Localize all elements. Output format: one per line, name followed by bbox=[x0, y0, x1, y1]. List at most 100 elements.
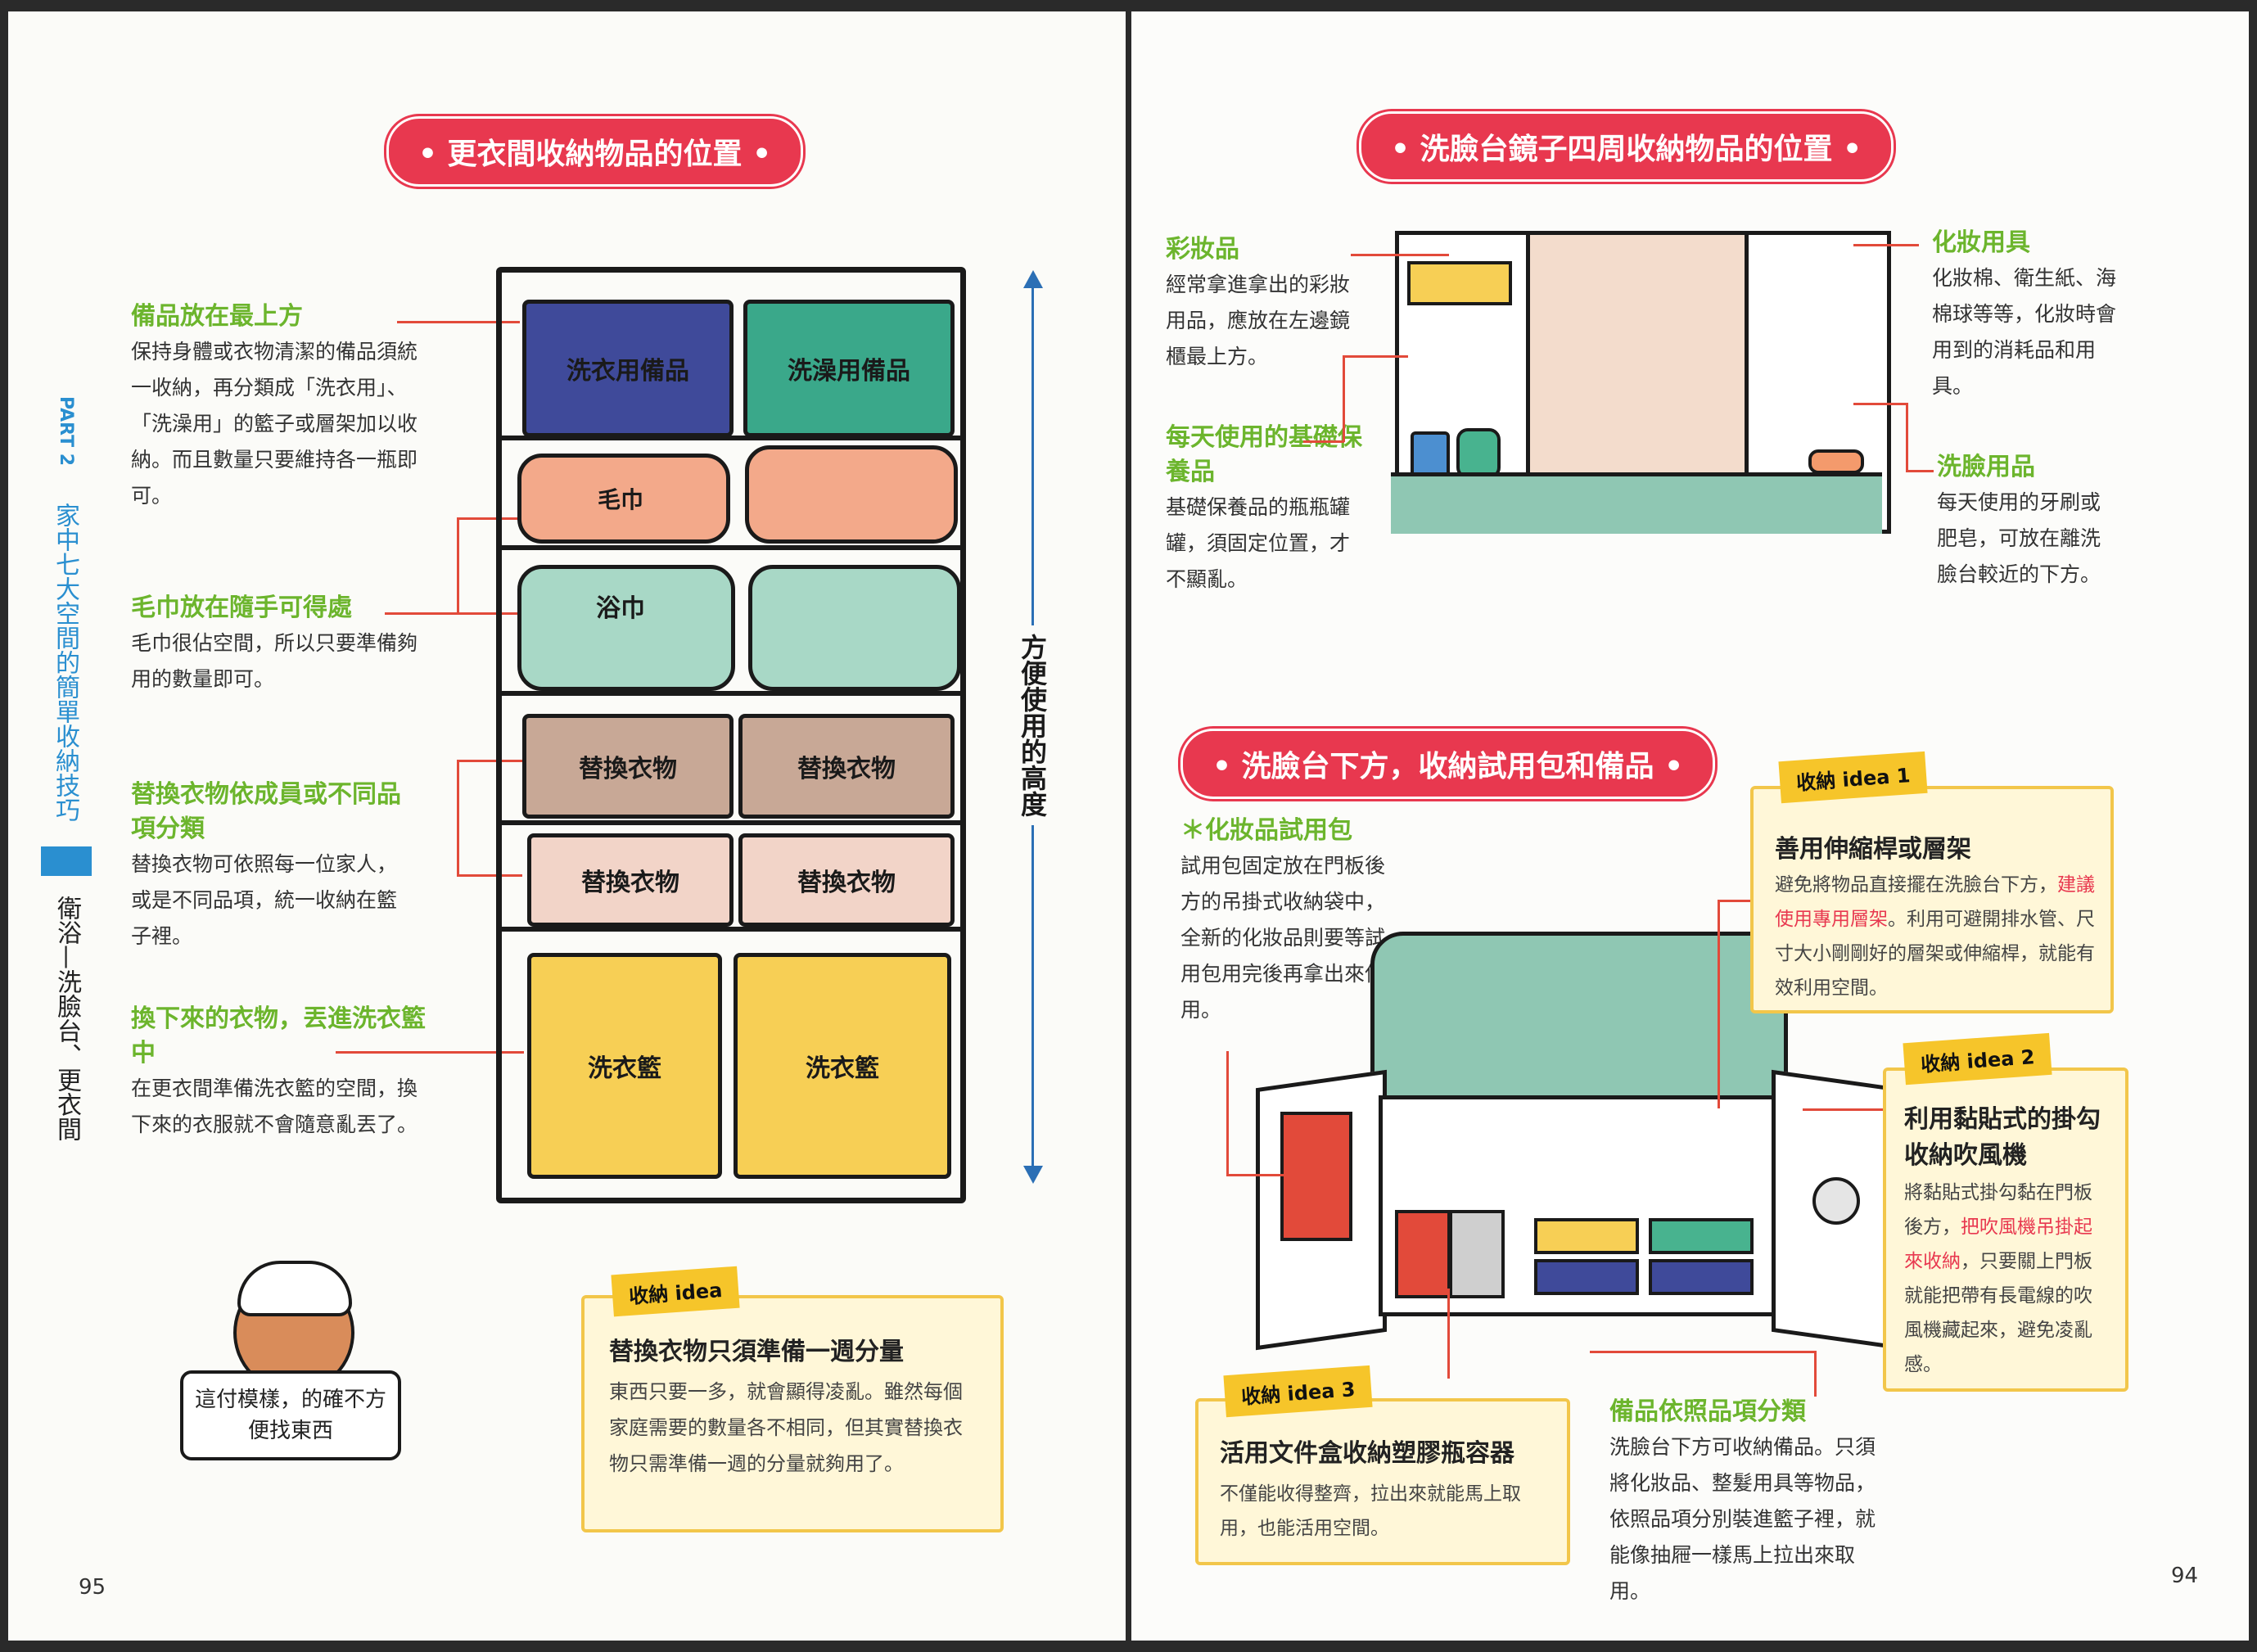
tip-body-text: ，只要關上門板就能把帶有長電線的吹風機藏起來，避免凌亂感。 bbox=[1904, 1251, 2092, 1375]
clothes-basket: 替換衣物 bbox=[527, 833, 734, 927]
bath-towel bbox=[517, 565, 735, 691]
connector-line bbox=[1447, 1289, 1450, 1379]
file-box-gray bbox=[1449, 1210, 1505, 1298]
arrow-down-icon bbox=[1023, 1166, 1043, 1184]
tip-box: 替換衣物只須準備一週分量 東西只要一多，就會顯得凌亂。雖然每個家庭需要的數量各不… bbox=[581, 1295, 1004, 1532]
note-heading: 備品放在最上方 bbox=[131, 302, 303, 331]
note-tools: 化妝用具 化妝棉、衛生紙、海棉球等等，化妝時會用到的消耗品和用具。 bbox=[1932, 226, 2120, 404]
tip-body-text: 。利用可避開排水管、尺寸大小剛剛好的層架或伸縮桿，就能有效利用空間。 bbox=[1775, 909, 2095, 999]
bath-towel bbox=[748, 565, 961, 691]
tip-body: 東西只要一多，就會顯得凌亂。雖然每個家庭需要的數量各不相同，但其實替換衣物只需準… bbox=[609, 1380, 963, 1475]
supply-basket bbox=[1534, 1259, 1639, 1295]
note-body: 洗臉台下方可收納備品。只須將化妝品、整髮用具等物品，依照品項分別裝進籃子裡，就能… bbox=[1609, 1435, 1876, 1603]
tip-body: 不僅能收得整齊，拉出來就能馬上取用，也能活用空間。 bbox=[1220, 1477, 1547, 1546]
tip-highlight: 把吹風機吊掛起來收納 bbox=[1904, 1216, 2092, 1272]
supply-basket bbox=[1649, 1218, 1754, 1254]
note-heading: 換下來的衣物，丟進洗衣籃中 bbox=[131, 1004, 426, 1067]
note-body: 基礎保養品的瓶瓶罐罐，須固定位置，才不顯亂。 bbox=[1166, 495, 1351, 591]
page-number: 94 bbox=[2171, 1564, 2199, 1588]
towel-label: 毛巾 bbox=[598, 486, 644, 513]
skincare-bottle bbox=[1456, 428, 1501, 479]
note-heading: 洗臉用品 bbox=[1937, 453, 2035, 481]
note-heading: ＊化妝品試用包 bbox=[1180, 816, 1352, 845]
soap bbox=[1808, 449, 1864, 474]
note-body: 替換衣物可依照每一位家人，或是不同品項，統一收納在籃子裡。 bbox=[131, 852, 398, 948]
connector-line bbox=[457, 517, 459, 614]
note-samples: ＊化妝品試用包 試用包固定放在門板後方的吊掛式收納袋中，全新的化妝品則要等試用包… bbox=[1180, 814, 1402, 1028]
connector-line bbox=[457, 517, 522, 520]
section-title-mirror: • 洗臉台鏡子四周收納物品的位置 • bbox=[1359, 111, 1894, 182]
mirror bbox=[1530, 235, 1745, 481]
connector-line bbox=[457, 760, 459, 874]
character-illustration: 這付模樣，的確不方便找東西 bbox=[172, 1256, 418, 1469]
note-supplies-classify: 備品依照品項分類 洗臉台下方可收納備品。只須將化妝品、整髮用具等物品，依照品項分… bbox=[1609, 1395, 1880, 1609]
section-title-under-sink: • 洗臉台下方，收納試用包和備品 • bbox=[1180, 729, 1716, 799]
tip-box: 活用文件盒收納塑膠瓶容器 不僅能收得整齊，拉出來就能馬上取用，也能活用空間。 bbox=[1195, 1398, 1570, 1565]
laundry-basket: 洗衣籃 bbox=[734, 953, 951, 1179]
character-cap bbox=[237, 1261, 352, 1316]
tip-body: 將黏貼式掛勾黏在門板後方，把吹風機吊掛起來收納，只要關上門板就能把帶有長電線的吹… bbox=[1904, 1176, 2109, 1382]
note-wash: 洗臉用品 每天使用的牙刷或肥皂，可放在離洗臉台較近的下方。 bbox=[1937, 450, 2117, 593]
file-box-red bbox=[1395, 1210, 1451, 1298]
tip-title: 利用黏貼式的掛勾收納吹風機 bbox=[1904, 1105, 2101, 1170]
note-laundry: 換下來的衣物，丟進洗衣籃中 在更衣間準備洗衣籃的空間，換下來的衣服就不會隨意亂丟… bbox=[131, 1002, 434, 1143]
connector-line bbox=[457, 612, 522, 615]
note-supplies: 備品放在最上方 保持身體或衣物清潔的備品須統一收納，再分類成「洗衣用」、「洗澡用… bbox=[131, 300, 434, 514]
sink-top bbox=[1370, 932, 1788, 1104]
tip-highlight: 建議使用專用層架 bbox=[1775, 874, 2095, 930]
character-sign: 這付模樣，的確不方便找東西 bbox=[180, 1370, 401, 1460]
tip-body: 避免將物品直接擺在洗臉台下方，建議使用專用層架。利用可避開排水管、尺寸大小剛剛好… bbox=[1775, 868, 2096, 1005]
connector-line bbox=[385, 612, 458, 615]
connector-line bbox=[1343, 355, 1345, 442]
connector-line bbox=[1226, 1174, 1292, 1176]
connector-line bbox=[1906, 470, 1934, 472]
connector-line bbox=[1226, 1051, 1229, 1174]
note-body: 在更衣間準備洗衣籃的空間，換下來的衣服就不會隨意亂丟了。 bbox=[131, 1077, 418, 1136]
side-part-label: PART 2 bbox=[56, 396, 76, 467]
note-body: 經常拿進拿出的彩妝用品，應放在左邊鏡櫃最上方。 bbox=[1166, 273, 1351, 368]
laundry-basket: 洗衣籃 bbox=[527, 953, 722, 1179]
connector-line bbox=[457, 874, 522, 877]
shelf-divider bbox=[502, 691, 960, 696]
bath-supplies-box: 洗澡用備品 bbox=[743, 300, 955, 437]
tip-body-text: 不僅能收得整齊，拉出來就能馬上取用，也能活用空間。 bbox=[1220, 1483, 1521, 1539]
right-cabinet bbox=[1745, 235, 1891, 481]
note-heading: 替換衣物依成員或不同品項分類 bbox=[131, 780, 401, 843]
towel bbox=[517, 454, 730, 544]
tip-body-text: 避免將物品直接擺在洗臉台下方， bbox=[1775, 874, 2057, 896]
connector-line bbox=[397, 321, 520, 323]
towel bbox=[745, 445, 958, 544]
clothes-basket: 替換衣物 bbox=[738, 833, 955, 927]
makeup-box bbox=[1407, 261, 1512, 305]
note-body: 化妝棉、衛生紙、海棉球等等，化妝時會用到的消耗品和用具。 bbox=[1932, 266, 2117, 398]
note-heading: 每天使用的基礎保養品 bbox=[1166, 423, 1362, 486]
section-title: • 更衣間收納物品的位置 • bbox=[386, 116, 804, 187]
connector-line bbox=[1718, 900, 1720, 1108]
tip-box: 善用伸縮桿或層架 避免將物品直接擺在洗臉台下方，建議使用專用層架。利用可避開排水… bbox=[1750, 786, 2114, 1013]
connector-line bbox=[1853, 403, 1907, 405]
skincare-bottle bbox=[1411, 431, 1450, 479]
mirror-cabinet-illustration bbox=[1391, 231, 1891, 534]
connector-line bbox=[336, 1051, 524, 1054]
connector-line bbox=[1303, 440, 1344, 443]
hair-dryer-icon bbox=[1812, 1177, 1860, 1225]
side-section: 衛浴—洗臉台、更衣間 bbox=[52, 896, 81, 1141]
shelf-divider bbox=[502, 436, 960, 440]
connector-line bbox=[1343, 355, 1408, 358]
tip-tag: 收納 idea bbox=[611, 1266, 740, 1317]
connector-line bbox=[1803, 1108, 1893, 1111]
connector-line bbox=[1906, 403, 1908, 472]
note-heading: 彩妝品 bbox=[1166, 235, 1239, 264]
tip-title: 活用文件盒收納塑膠瓶容器 bbox=[1220, 1439, 1514, 1468]
side-tab-marker bbox=[41, 846, 92, 876]
note-heading: 毛巾放在隨手可得處 bbox=[131, 594, 352, 622]
note-makeup: 彩妝品 經常拿進拿出的彩妝用品，應放在左邊鏡櫃最上方。 bbox=[1166, 232, 1362, 375]
note-towels: 毛巾放在隨手可得處 毛巾很佔空間，所以只要準備夠用的數量即可。 bbox=[131, 591, 434, 697]
connector-line bbox=[1853, 244, 1919, 246]
shelf-divider bbox=[502, 820, 960, 825]
note-body: 試用包固定放在門板後方的吊掛式收納袋中，全新的化妝品則要等試用包用完後再拿出來使… bbox=[1180, 854, 1386, 1022]
basin bbox=[1391, 472, 1882, 534]
clothes-basket: 替換衣物 bbox=[522, 714, 734, 819]
note-heading: 化妝用具 bbox=[1932, 228, 2030, 257]
shelf-divider bbox=[502, 927, 960, 932]
